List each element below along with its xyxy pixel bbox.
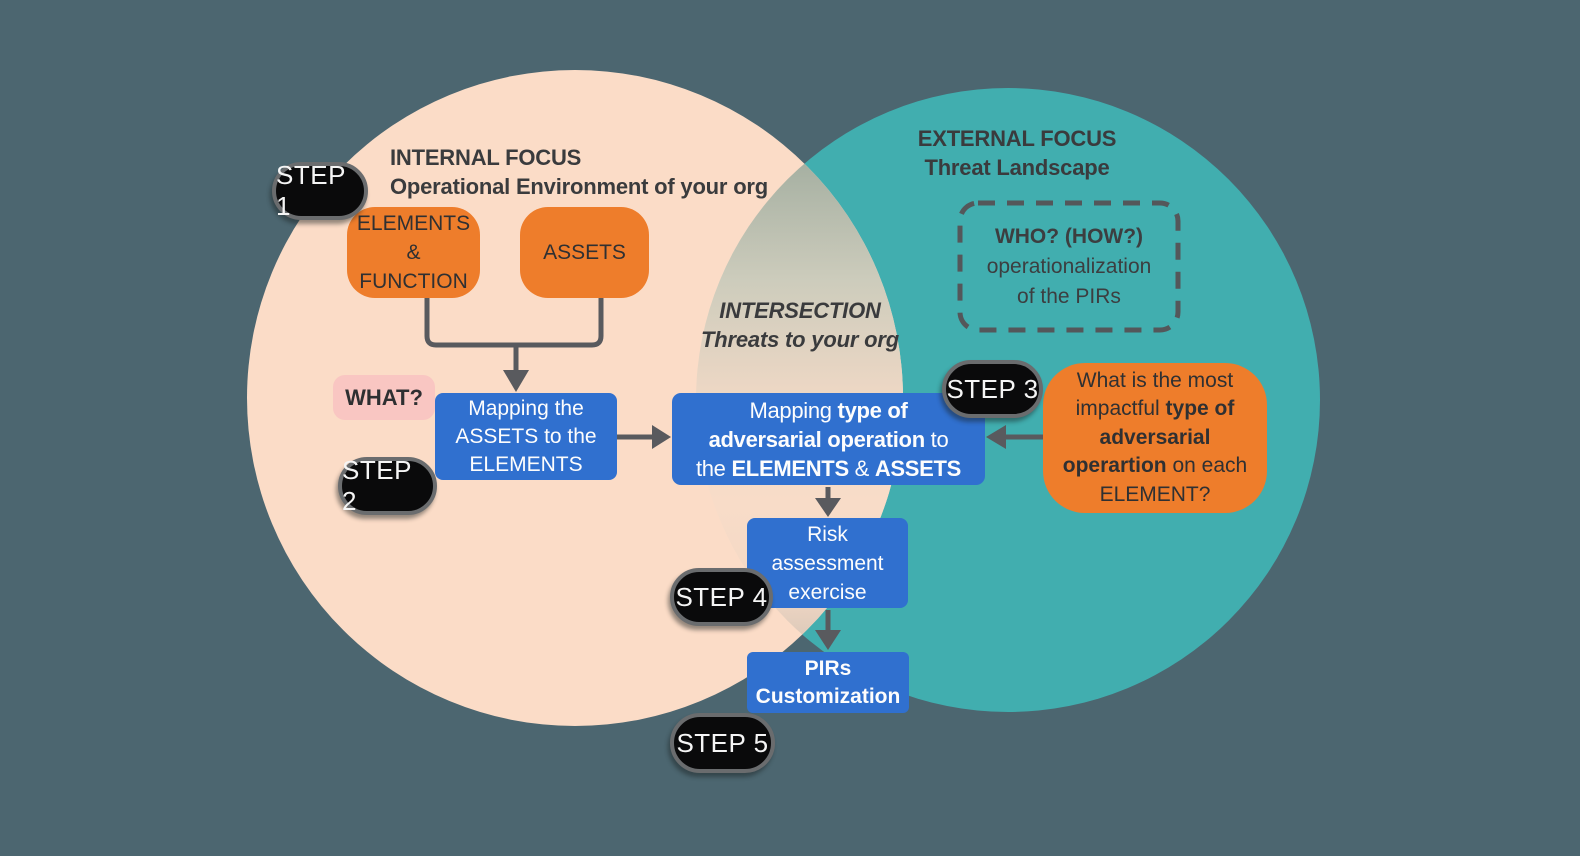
text-line: of the PIRs [1017, 284, 1121, 308]
text-line: PIRs [804, 656, 852, 680]
arrowheads [503, 370, 1006, 650]
impact-question-node: What is the most impactful type of adver… [1043, 363, 1267, 513]
intersection-subtitle: Threats to your org [701, 327, 899, 352]
mapping-adversarial-node: Mapping type of adversarial operation to… [672, 393, 985, 485]
text-line: Mapping type of [749, 396, 907, 425]
external-focus-title: EXTERNAL FOCUS [917, 126, 1117, 151]
text-line: operationalization [986, 254, 1152, 278]
arrowhead-right-into-mapping-adversarial [652, 425, 671, 449]
internal-focus-heading: INTERNAL FOCUS Operational Environment o… [390, 143, 810, 201]
text-line: ELEMENTS [469, 452, 583, 476]
text-line: ELEMENTS [356, 212, 471, 235]
text-line: ASSETS to the [455, 424, 597, 448]
text-segment: & [848, 455, 875, 481]
arrowhead-down-into-pirs [815, 630, 841, 650]
step-5-badge: STEP 5 [670, 713, 775, 773]
text-line: adversarial operation to [709, 425, 949, 454]
elements-function-node: ELEMENTS & FUNCTION [347, 207, 480, 298]
risk-assessment-node: Risk assessment exercise [747, 518, 908, 608]
text-segment: impactful [1075, 397, 1166, 421]
step-3-badge: STEP 3 [942, 360, 1043, 418]
external-focus-heading: EXTERNAL FOCUS Threat Landscape [887, 124, 1147, 182]
text-segment: Mapping [749, 397, 838, 423]
text-line: Mapping the [468, 396, 584, 420]
text-line: FUNCTION [359, 270, 468, 293]
text-line: adversarial [1099, 425, 1211, 449]
assets-node: ASSETS [520, 207, 649, 298]
internal-focus-title: INTERNAL FOCUS [390, 145, 582, 170]
text-segment: to [924, 426, 949, 452]
text-line: the ELEMENTS & ASSETS [696, 454, 961, 483]
external-focus-subtitle: Threat Landscape [924, 155, 1110, 180]
text-segment: ELEMENTS [731, 455, 849, 481]
step-1-badge: STEP 1 [272, 160, 368, 221]
text-line: What is the most [1076, 368, 1234, 392]
text-segment: adversarial operation [708, 426, 926, 452]
text-segment: ASSETS [874, 455, 962, 481]
who-how-node: WHO? (HOW?) operationalization of the PI… [960, 203, 1178, 330]
text-segment: the [695, 455, 732, 481]
internal-focus-subtitle: Operational Environment of your org [390, 174, 769, 199]
text-line: ELEMENT? [1099, 482, 1211, 506]
text-segment: type of [837, 397, 908, 423]
text-line: assessment [771, 551, 884, 575]
arrowhead-down-into-risk [815, 498, 841, 517]
intersection-heading: INTERSECTION Threats to your org [655, 296, 945, 354]
text-line: Risk [807, 522, 848, 546]
text-line: ASSETS [543, 241, 626, 264]
intersection-title: INTERSECTION [719, 298, 881, 323]
connector-lines [424, 296, 1045, 631]
text-line: operartion on each [1063, 452, 1247, 481]
what-tag: WHAT? [333, 375, 435, 420]
text-segment: type of [1165, 397, 1235, 421]
text-line: Customization [755, 684, 901, 708]
step-4-badge: STEP 4 [670, 568, 773, 626]
pirs-customization-node: PIRs Customization [747, 652, 909, 713]
mapping-assets-node: Mapping the ASSETS to the ELEMENTS [435, 393, 617, 480]
step-2-badge: STEP 2 [338, 455, 437, 516]
text-segment: on each [1166, 454, 1248, 478]
text-line: WHO? (HOW?) [994, 224, 1144, 248]
text-line: exercise [788, 580, 867, 604]
text-segment: operartion [1062, 454, 1167, 478]
arrowhead-down-into-mapping-assets [503, 370, 529, 392]
text-line: & [406, 241, 421, 264]
arrowhead-left-into-mapping-adversarial [986, 425, 1006, 449]
text-line: impactful type of [1076, 395, 1235, 424]
who-how-dashed-box [957, 200, 1181, 333]
